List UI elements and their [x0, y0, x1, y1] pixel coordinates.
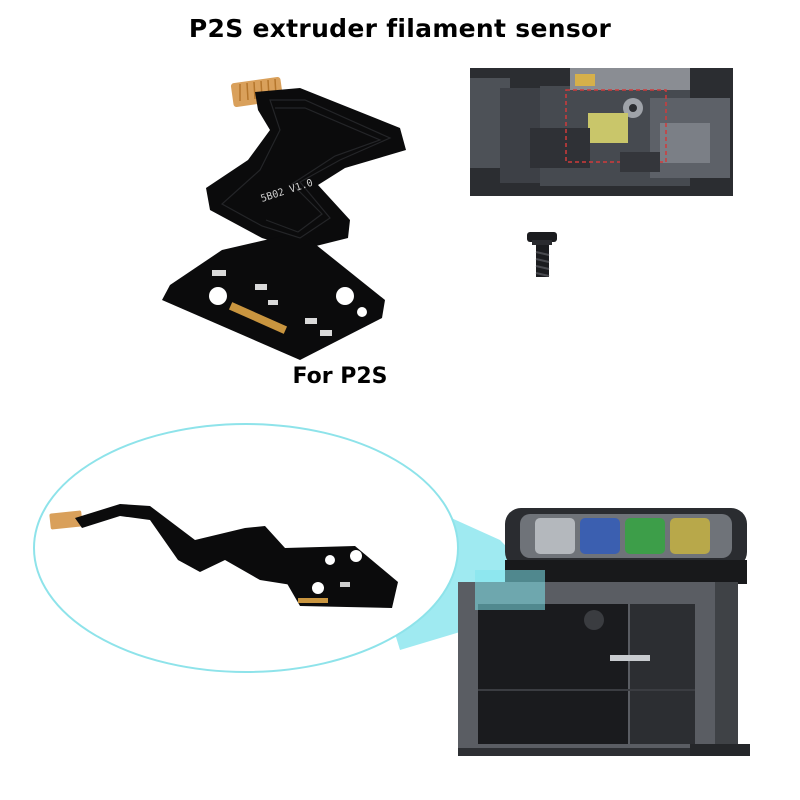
sensor-board-image: 5B02 V1.0 — [162, 77, 406, 360]
compatibility-caption: For P2S — [292, 364, 388, 389]
screw-image — [527, 232, 557, 277]
extruder-photo-drawing — [470, 68, 733, 196]
product-title: P2S extruder filament sensor — [188, 14, 612, 43]
extruder-photo — [470, 68, 733, 196]
zoom-bubble — [33, 423, 459, 673]
printer-image — [458, 508, 750, 756]
